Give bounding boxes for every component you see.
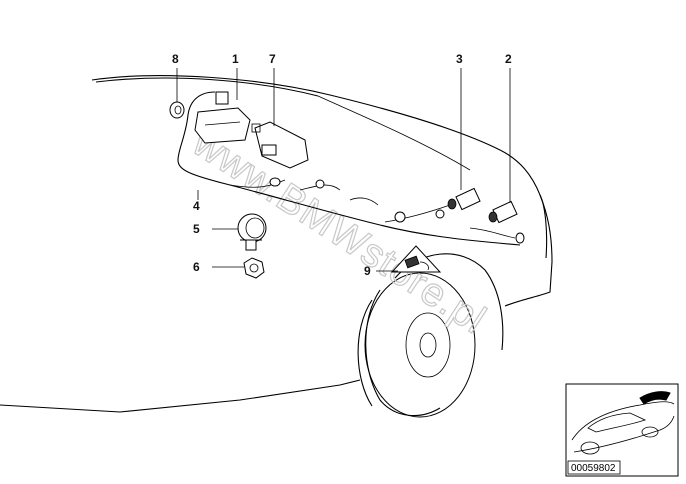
callout-7: 7 — [269, 52, 276, 66]
callout-6: 6 — [193, 260, 200, 274]
callout-4: 4 — [193, 199, 200, 213]
callout-labels: 8 1 7 3 2 4 5 6 9 — [172, 52, 512, 278]
inset-car-icon — [571, 391, 675, 455]
part-3-sensor — [447, 187, 481, 211]
callout-5: 5 — [193, 222, 200, 236]
callout-9: 9 — [364, 264, 371, 278]
callout-2: 2 — [505, 52, 512, 66]
part-1-control-unit — [194, 91, 251, 144]
part-7-bracket — [251, 121, 309, 169]
callout-3: 3 — [456, 52, 463, 66]
leader-lines — [176, 68, 511, 272]
part-4-wiring-harness — [177, 91, 525, 246]
callout-1: 1 — [232, 52, 239, 66]
watermark-text: www.BMWstore.pl — [184, 120, 494, 342]
callout-8: 8 — [172, 52, 179, 66]
part-2-sensor — [488, 200, 518, 224]
part-8-grommet — [169, 101, 185, 119]
inset-thumbnail: 00059802 — [565, 383, 679, 477]
car-body-outline — [0, 75, 553, 413]
reference-code: 00059802 — [571, 463, 616, 474]
part-6-nut — [243, 257, 265, 279]
part-5-buzzer — [237, 213, 267, 251]
part-9-warning-label — [390, 245, 442, 273]
